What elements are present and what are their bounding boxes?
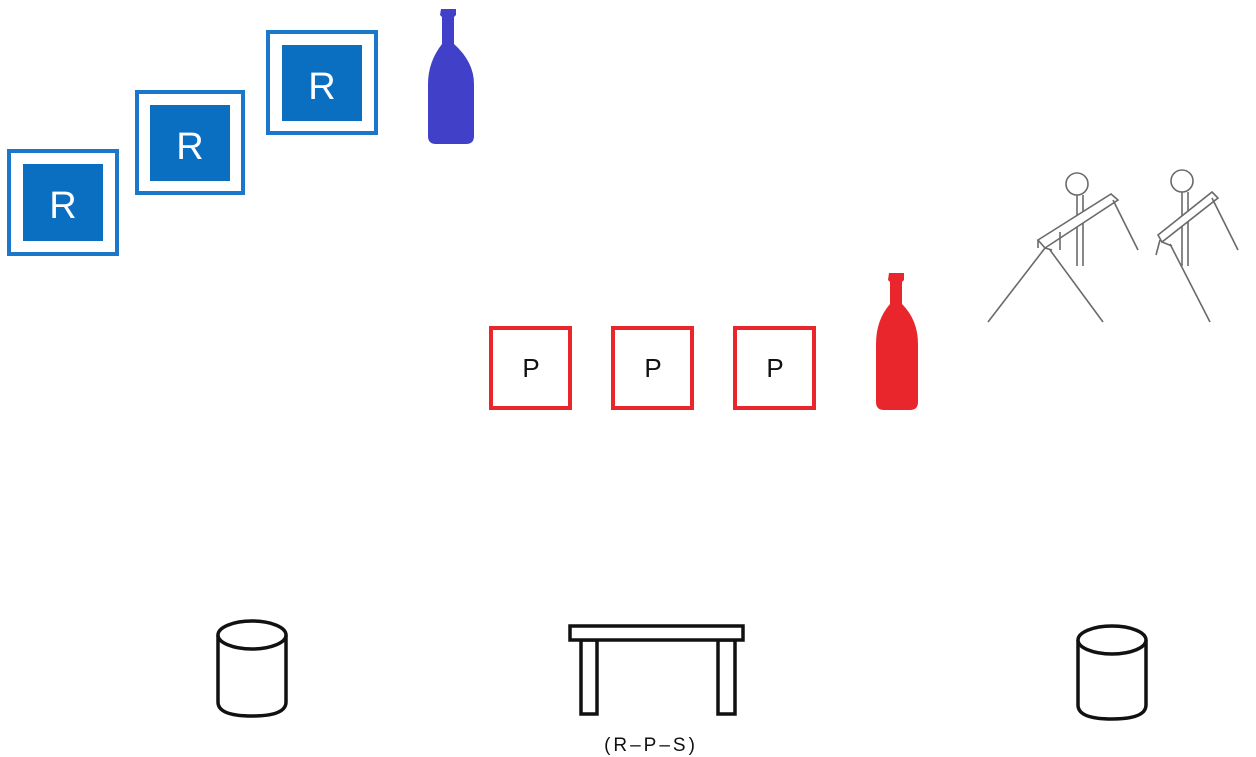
p-tile: P — [611, 326, 694, 410]
red-bottle — [876, 273, 918, 410]
p-tile: P — [489, 326, 572, 410]
target-stand — [1155, 169, 1239, 323]
p-tile: P — [733, 326, 816, 410]
r-tile-letter: R — [49, 185, 76, 227]
table-caption: (R–P–S) — [604, 735, 698, 756]
p-tile-letter: P — [644, 353, 661, 383]
p-tile-letter: P — [766, 353, 783, 383]
r-tile: R — [266, 30, 378, 135]
table — [568, 624, 745, 716]
barrel — [216, 619, 288, 718]
r-tile: R — [7, 149, 119, 256]
r-tile-letter: R — [308, 66, 335, 108]
r-tile: R — [135, 90, 245, 195]
blue-bottle — [428, 9, 474, 144]
p-tile-letter: P — [522, 353, 539, 383]
r-tile-letter: R — [176, 126, 203, 168]
target-stand — [987, 172, 1139, 323]
barrel — [1076, 624, 1148, 721]
